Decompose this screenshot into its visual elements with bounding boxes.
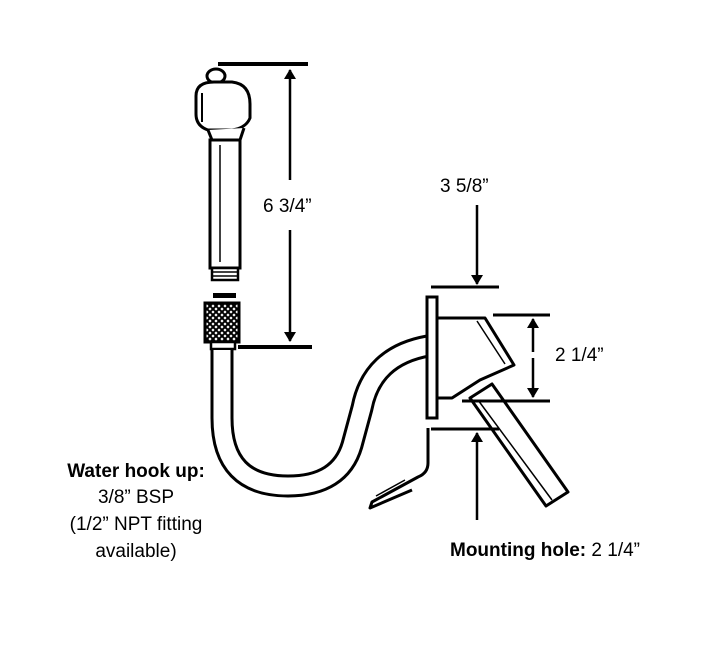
water-hookup-line-2: (1/2” NPT fitting xyxy=(70,514,203,535)
water-hookup-line-3: available) xyxy=(95,541,176,562)
water-hookup-line-1: 3/8” BSP xyxy=(98,487,174,508)
wall-bracket xyxy=(368,295,570,510)
mounting-hole-title: Mounting hole: xyxy=(450,540,586,561)
depth-label: 3 5/8” xyxy=(440,176,489,197)
hose xyxy=(210,334,431,498)
mounting-hole-value: 2 1/4” xyxy=(586,540,640,561)
height-label: 6 3/4” xyxy=(263,196,312,217)
depth-dimension: 3 5/8” xyxy=(431,176,499,520)
mounting-hole-label: Mounting hole: 2 1/4” xyxy=(450,540,640,561)
water-hookup-title: Water hook up: xyxy=(67,461,205,482)
height-dimension: 6 3/4” xyxy=(218,62,312,349)
body-label: 2 1/4” xyxy=(555,345,604,366)
water-hookup-note: Water hook up: 3/8” BSP (1/2” NPT fittin… xyxy=(67,461,205,562)
body-dimension: 2 1/4” xyxy=(462,313,604,403)
hand-spray-head xyxy=(194,67,252,351)
